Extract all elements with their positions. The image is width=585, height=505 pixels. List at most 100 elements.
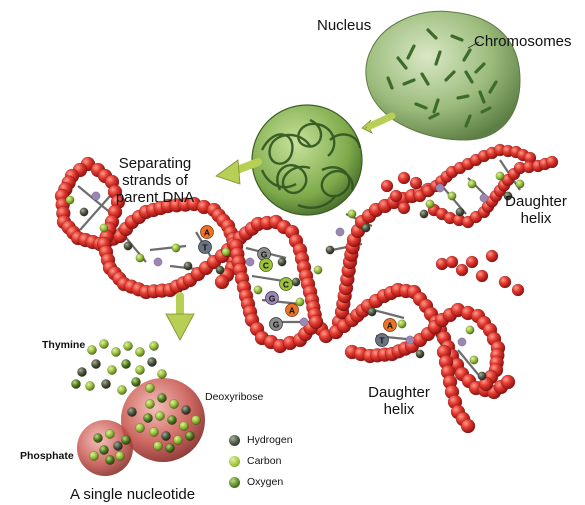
svg-text:A: A [289,306,295,316]
atom-bead [135,365,144,374]
atom-bead [147,357,156,366]
hydrogen-swatch [229,435,240,446]
atom-bead [101,379,110,388]
base-bead [100,224,108,232]
base-bead [478,372,486,380]
svg-text:C: C [283,280,289,290]
base-bead [216,266,224,274]
atom-bead [149,341,158,350]
base-bead [480,194,488,202]
atom-bead [167,415,176,424]
label-daughter-bottom-line1: Daughter [360,385,438,402]
label-deoxyribose: Deoxyribose [205,392,263,404]
atom-bead [149,427,158,436]
base-bead [222,248,230,256]
base-bead [426,200,434,208]
single-nucleotide [71,339,205,476]
backbone-bead [546,156,558,168]
base-bead [398,320,406,328]
svg-text:G: G [273,320,280,330]
base-bead [368,308,376,316]
base-bead [154,258,162,266]
base-bead [436,184,444,192]
base-bead [172,244,180,252]
atom-bead [191,415,200,424]
atom-bead [111,347,120,356]
base-bead [254,286,262,294]
free-nucleotide-bead [398,202,410,214]
backbone-bead [215,275,229,289]
base-bead [496,172,504,180]
atom-bead [173,435,182,444]
chromatin-circle [252,105,362,215]
atom-bead [107,365,116,374]
base-bead [278,258,286,266]
atom-bead [153,441,162,450]
free-nucleotide-bead [499,276,511,288]
legend-label-carbon: Carbon [247,455,281,467]
base-bead [246,258,254,266]
base-g3: G [270,318,283,331]
base-bead [448,192,456,200]
legend-item-hydrogen: Hydrogen [229,433,339,454]
atom-bead [127,407,136,416]
base-a3: A [384,319,397,332]
svg-text:G: G [261,250,268,260]
atom-bead [99,445,108,454]
atom-bead [113,441,122,450]
base-bead [66,196,74,204]
base-g2: G [266,292,279,305]
free-nucleotide-bead [466,256,478,268]
atom-bead [121,359,130,368]
atom-bead [105,455,114,464]
base-bead [516,180,524,188]
arrow-dna-to-nucleotide [166,314,194,340]
atom-bead [105,429,114,438]
base-bead [416,350,424,358]
base-t2: T [376,334,389,347]
free-nucleotide-bead [476,270,488,282]
base-bead [80,208,88,216]
label-daughter-bottom-line2: helix [360,402,438,419]
atom-bead [91,359,100,368]
label-daughter-helix-top: Daughter helix [496,194,576,228]
backbone-bead [309,315,323,329]
atom-bead [143,413,152,422]
base-bead [184,262,192,270]
atom-bead [145,399,154,408]
svg-text:A: A [387,321,393,331]
atom-bead [169,399,178,408]
base-c2: C [280,278,293,291]
atom-bead [93,433,102,442]
label-chromosomes: Chromosomes [474,34,572,51]
thymine-atoms [71,339,166,394]
atom-bead [71,379,80,388]
base-bead [326,246,334,254]
atom-bead [165,443,174,452]
label-separating-line1: Separating [107,156,203,173]
atom-bead [157,393,166,402]
free-nucleotide-bead [512,284,524,296]
base-bead [124,242,132,250]
legend-item-oxygen: Oxygen [229,475,339,496]
base-a2: A [286,304,299,317]
atom-bead [123,341,132,350]
base-bead [470,356,478,364]
free-nucleotide-bead [381,180,393,192]
svg-text:T: T [379,336,385,346]
base-bead [362,224,370,232]
atom-bead [117,385,126,394]
base-bead [348,210,356,218]
base-bead [406,336,414,344]
base-c1: C [260,259,273,272]
atom-bead [155,411,164,420]
label-daughter-top-line2: helix [496,211,576,228]
base-bead [314,266,322,274]
base-bead [336,228,344,236]
arrow-shaft-1 [370,116,392,126]
svg-text:C: C [263,261,269,271]
atom-bead [89,451,98,460]
backbone-bead [461,419,475,433]
atom-bead [157,369,166,378]
